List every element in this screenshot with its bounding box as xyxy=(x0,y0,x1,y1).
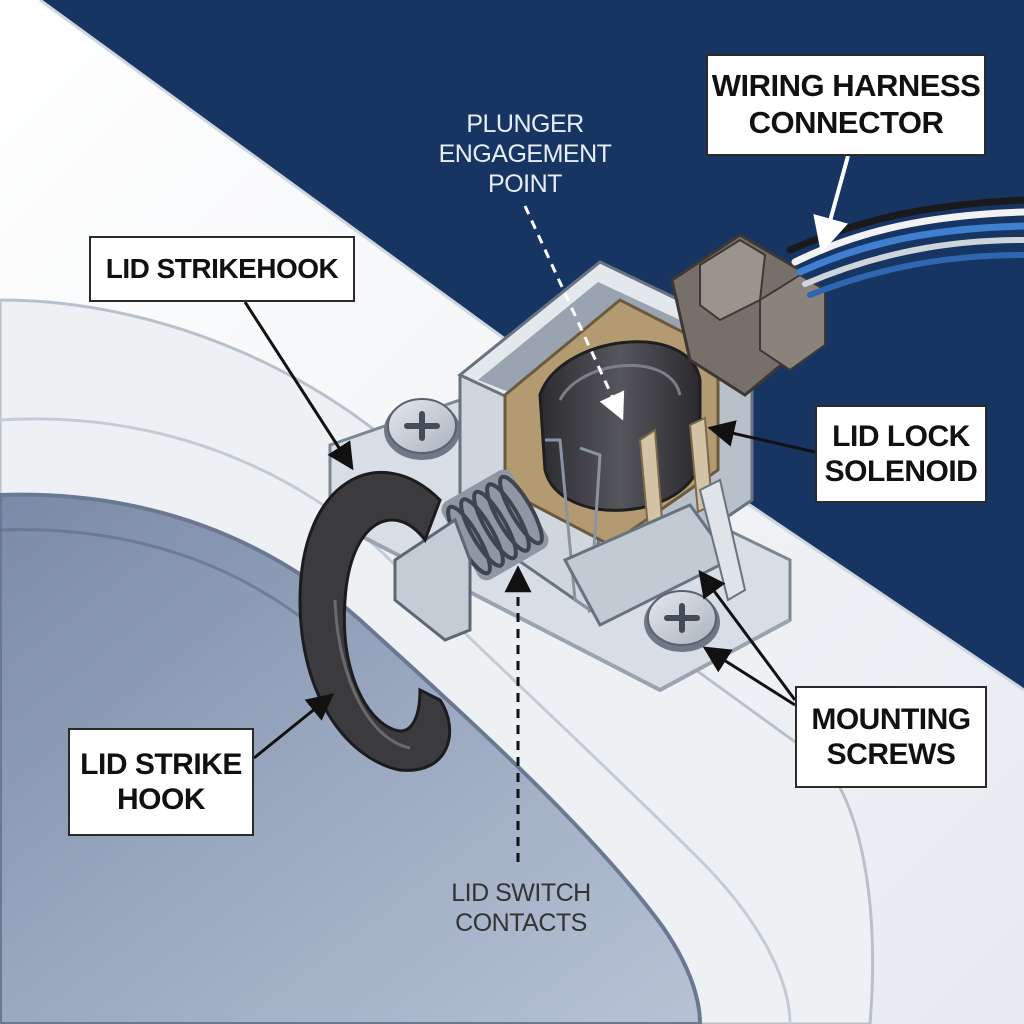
label-plunger-engagement-point: PLUNGER ENGAGEMENT POINT xyxy=(438,110,612,198)
label-wiring-harness-connector: WIRING HARNESS CONNECTOR xyxy=(706,54,986,156)
label-mounting-screws: MOUNTING SCREWS xyxy=(795,686,987,788)
leader-strike xyxy=(253,693,335,760)
drum-opening xyxy=(0,492,703,1024)
wiring-connector xyxy=(670,233,826,397)
leader-solenoid xyxy=(707,420,816,454)
leader-strikehook xyxy=(243,301,354,471)
mounting-screw-right xyxy=(644,590,720,652)
switch-bracket xyxy=(562,478,747,627)
label-lid-switch-contacts: LID SWITCH CONTACTS xyxy=(451,879,591,937)
leader-plunger xyxy=(523,205,625,421)
leader-mounting-a xyxy=(698,569,797,701)
lid-strike-hook xyxy=(298,471,452,772)
label-lid-strike-hook: LID STRIKE HOOK xyxy=(68,728,254,836)
leader-mounting-b xyxy=(702,646,796,707)
label-lid-strikehook: LID STRIKEHOOK xyxy=(89,236,355,302)
leader-wiring xyxy=(813,155,850,254)
washer-rim-inner xyxy=(0,417,792,1024)
plunger-spring xyxy=(393,469,549,642)
mounting-screw-left xyxy=(384,398,460,460)
label-lid-lock-solenoid: LID LOCK SOLENOID xyxy=(815,405,987,503)
